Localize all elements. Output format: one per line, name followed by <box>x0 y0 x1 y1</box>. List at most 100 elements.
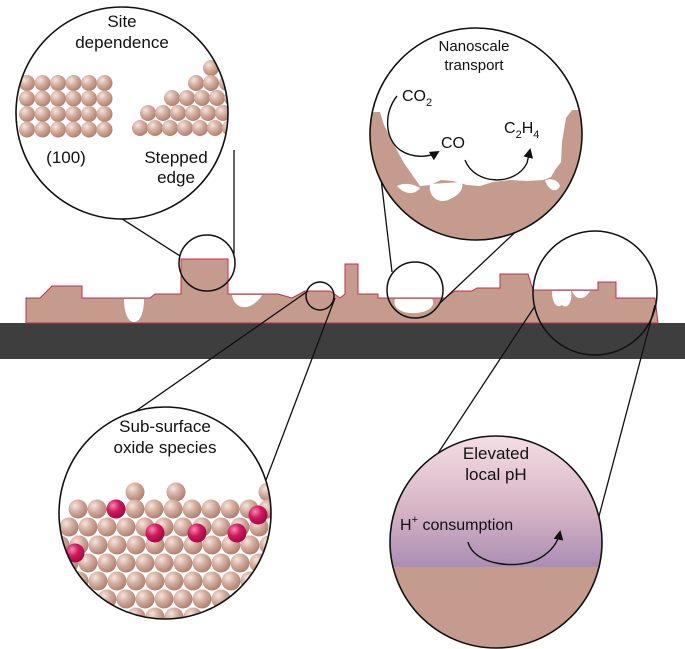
c2h4-label: C2H4 <box>504 120 539 141</box>
copper-atom-100 <box>81 75 97 91</box>
copper-atom-stepped <box>200 105 216 121</box>
copper-atom <box>183 571 203 591</box>
copper-atom-100 <box>34 106 51 122</box>
inset-site-dependence: Site dependence (100) Stepped edge <box>15 6 229 220</box>
copper-atom <box>97 517 117 537</box>
copper-atom <box>201 499 221 519</box>
copper-atom-100 <box>19 90 35 107</box>
copper-atom-stepped <box>222 120 228 136</box>
film-pit <box>552 291 572 307</box>
copper-atom <box>221 607 241 619</box>
copper-atom-stepped <box>192 120 208 136</box>
copper-atom <box>166 482 186 502</box>
copper-atom <box>107 535 127 555</box>
transport-title-line1: Nanoscale <box>439 38 510 55</box>
copper-atom-100 <box>65 75 82 91</box>
copper-atom <box>211 553 231 573</box>
copper-atom <box>126 571 146 591</box>
facet-100-label: (100) <box>46 148 86 167</box>
copper-atom <box>135 553 155 573</box>
copper-film <box>25 258 659 324</box>
copper-atom <box>59 589 79 609</box>
copper-atom <box>59 571 70 591</box>
copper-atom-stepped <box>194 90 210 106</box>
film-pit <box>232 295 262 308</box>
copper-atom <box>259 571 271 591</box>
copper-atom <box>164 571 184 591</box>
copper-atom <box>220 499 240 519</box>
copper-atom <box>259 607 271 619</box>
oxide-atom <box>65 543 85 563</box>
copper-atom <box>59 517 79 537</box>
oxide-title-line1: Sub-surface <box>119 417 211 436</box>
copper-atom-stepped <box>179 90 195 106</box>
copper-atom <box>135 589 155 609</box>
copper-atom <box>116 589 136 609</box>
inset-elevated-ph: Elevated local pH H+ consumption <box>389 435 603 649</box>
copper-atom-100 <box>50 90 66 107</box>
copper-atom-stepped <box>185 105 201 121</box>
copper-atom-100 <box>96 75 113 91</box>
co2-to-co-arrow <box>386 95 440 161</box>
co-to-c2h4-arrow <box>464 148 534 181</box>
site-title-line2: dependence <box>75 33 169 52</box>
oxide-title-line2: oxide species <box>113 438 216 457</box>
zoom-marker-oxide <box>305 281 335 311</box>
zoom-marker-site <box>178 234 236 292</box>
copper-atom-100 <box>65 106 82 122</box>
copper-atom <box>221 571 241 591</box>
copper-atom-stepped <box>203 75 219 91</box>
copper-atom-100 <box>19 121 35 138</box>
substrate-bar <box>0 323 685 359</box>
pore <box>429 182 463 202</box>
copper-atom <box>240 535 260 555</box>
copper-atom-100 <box>50 106 66 122</box>
copper-atom-stepped <box>207 120 223 136</box>
film-pit <box>572 291 590 299</box>
copper-atom-100 <box>96 106 113 122</box>
zoom-marker-ph <box>532 230 658 356</box>
film-pit <box>394 299 434 314</box>
copper-atom-100 <box>65 121 82 138</box>
copper-atom-100 <box>96 121 113 138</box>
copper-atom <box>78 517 98 537</box>
copper-atom <box>69 607 89 619</box>
copper-atom <box>164 535 184 555</box>
copper-atom <box>88 571 108 591</box>
copper-atom-100 <box>81 106 97 122</box>
copper-atom <box>173 553 193 573</box>
co2-label: CO2 <box>402 88 432 109</box>
copper-atom-stepped <box>164 90 180 106</box>
film-pit <box>124 299 144 322</box>
copper-atom <box>182 499 202 519</box>
copper-atom <box>230 589 250 609</box>
copper-atom <box>211 517 231 537</box>
copper-atom <box>230 553 250 573</box>
ph-title-line2: local pH <box>465 465 526 484</box>
oxide-atom <box>248 505 268 525</box>
copper-atom <box>125 482 145 502</box>
copper-atom <box>116 517 136 537</box>
oxide-atom <box>227 523 247 543</box>
copper-atom-100 <box>65 90 82 107</box>
copper-atom-stepped <box>162 120 178 136</box>
copper-atom <box>145 571 165 591</box>
zoom-marker-transport <box>386 261 444 319</box>
copper-atom <box>59 607 70 619</box>
copper-atom-stepped <box>219 60 228 76</box>
h-consumption-arrow <box>467 530 564 566</box>
copper-atom <box>107 571 127 591</box>
copper-atom-stepped <box>140 105 156 121</box>
copper-atom-100 <box>19 106 35 122</box>
copper-atom-100 <box>50 75 66 91</box>
copper-atom <box>240 571 260 591</box>
copper-atom-100 <box>19 75 35 91</box>
copper-atom-100 <box>34 90 51 107</box>
copper-atom-stepped <box>209 90 225 106</box>
copper-atom-stepped <box>203 60 219 76</box>
oxide-atom <box>106 499 126 519</box>
copper-atom <box>202 571 222 591</box>
copper-atom <box>144 499 164 519</box>
